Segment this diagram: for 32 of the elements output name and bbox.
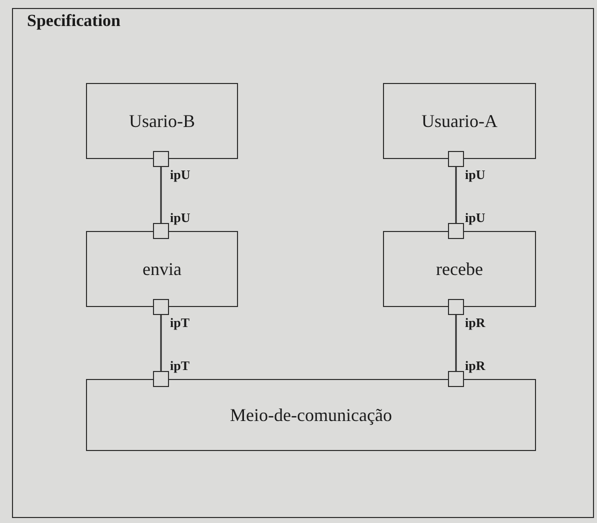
frame-title: Specification [27, 11, 120, 31]
port-square [153, 151, 169, 167]
specification-frame [12, 8, 594, 518]
component-name: envia [142, 258, 182, 280]
port-label: ipR [465, 316, 486, 329]
port-label: ipU [170, 168, 190, 181]
port-square [448, 151, 464, 167]
component-name: recebe [436, 258, 483, 280]
port-square [448, 371, 464, 387]
port-label: ipU [170, 211, 190, 224]
component-box [383, 231, 536, 307]
port-square [153, 223, 169, 239]
connector-line [455, 167, 457, 223]
port-label: ipU [465, 168, 486, 181]
port-label: ipT [170, 359, 190, 372]
connector-line [160, 315, 162, 371]
component-name: Usario-B [129, 110, 195, 132]
port-square [153, 371, 169, 387]
component-name: Usuario-A [422, 110, 498, 132]
connector-line [160, 167, 162, 223]
component-box [86, 231, 238, 307]
component-box [86, 379, 536, 451]
port-square [153, 299, 169, 315]
component-name: Meio-de-comunicação [230, 404, 392, 426]
port-label: ipU [465, 211, 486, 224]
port-square [448, 299, 464, 315]
port-label: ipT [170, 316, 190, 329]
port-label: ipR [465, 359, 486, 372]
connector-line [455, 315, 457, 371]
component-box [383, 83, 536, 159]
port-square [448, 223, 464, 239]
component-box [86, 83, 238, 159]
